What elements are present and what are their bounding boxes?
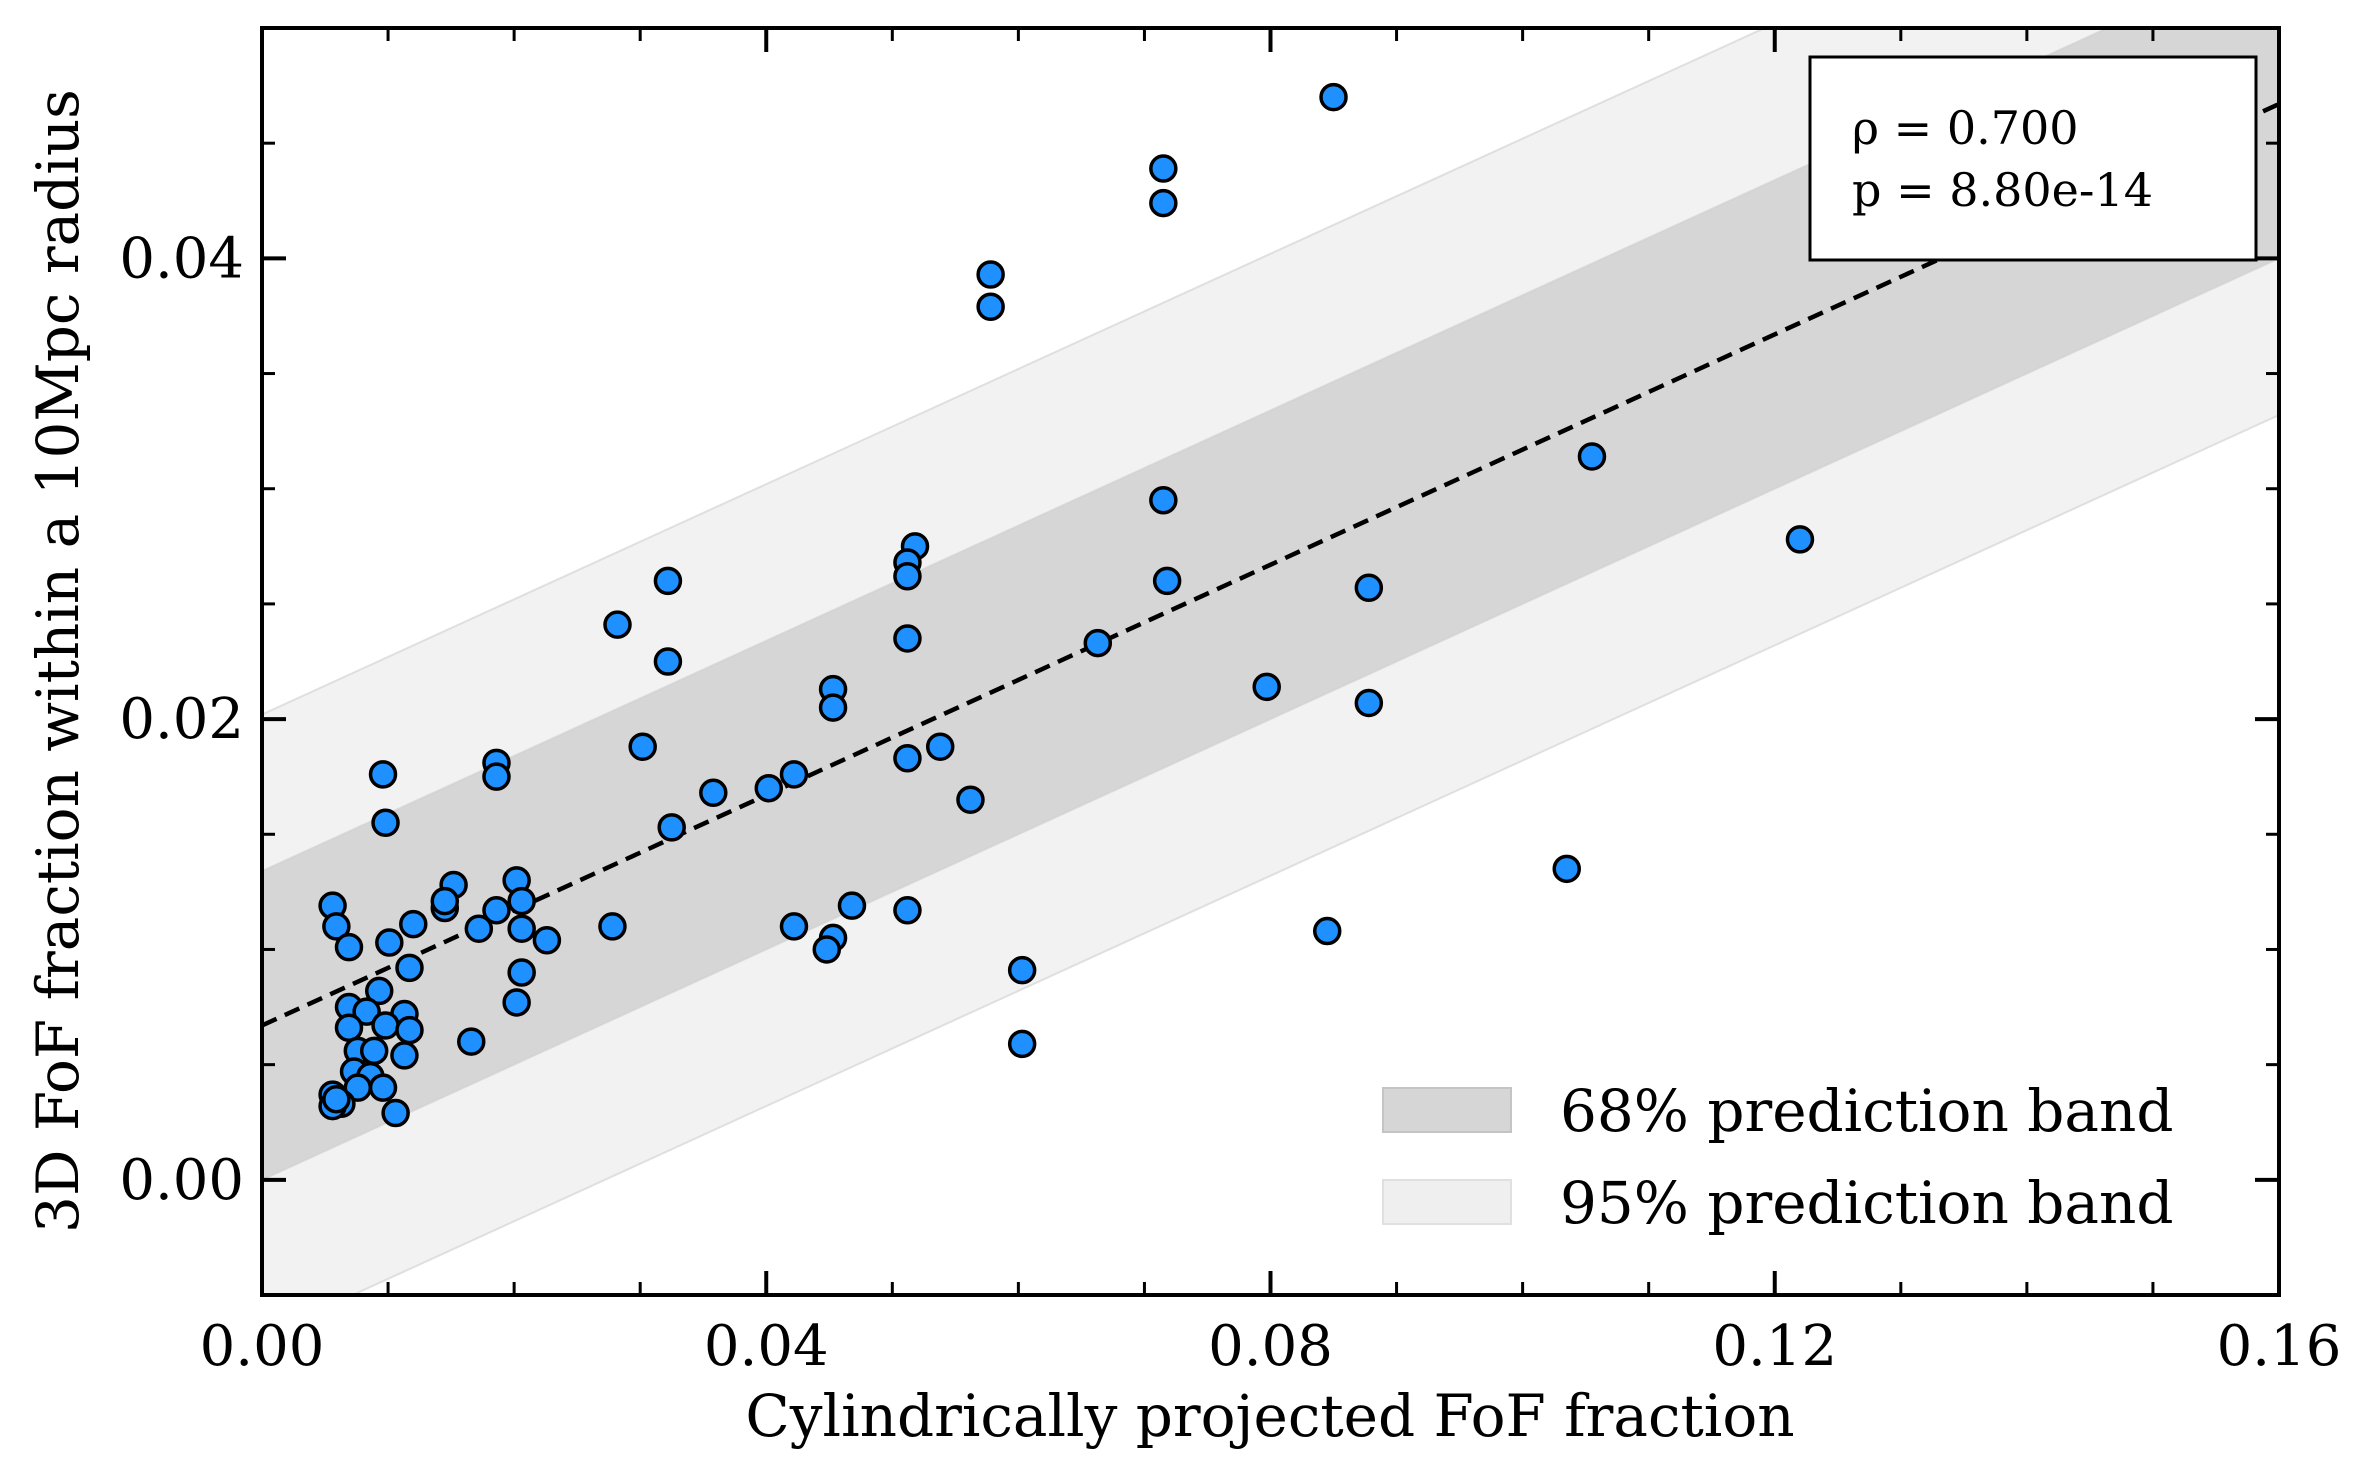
data-point	[976, 260, 1005, 289]
data-point	[818, 693, 848, 722]
data-point	[779, 912, 809, 941]
data-point	[657, 813, 686, 842]
data-point	[976, 292, 1005, 321]
legend-label-95: 95% prediction band	[1560, 1169, 2173, 1237]
data-point	[381, 1098, 410, 1128]
data-point	[352, 997, 381, 1026]
data-point	[359, 1036, 389, 1066]
data-point	[893, 562, 922, 591]
y-tick-label: 0.00	[119, 1148, 244, 1213]
fit-line	[262, 101, 2279, 1028]
data-point	[628, 732, 657, 761]
data-point	[653, 566, 683, 596]
data-point	[1312, 916, 1342, 946]
data-point	[1577, 442, 1607, 471]
data-point	[1552, 854, 1581, 884]
legend-swatch-68	[1382, 1087, 1512, 1133]
data-point	[399, 909, 428, 939]
x-tick-label: 0.00	[200, 1314, 325, 1379]
data-point	[532, 925, 562, 955]
data-point	[364, 976, 394, 1006]
data-point	[395, 1015, 424, 1045]
data-point	[1354, 688, 1384, 718]
data-point	[893, 624, 922, 653]
data-point	[1149, 188, 1178, 218]
tick-labels: 0.00 0.04 0.08 0.12 0.16 0.00 0.02 0.04	[119, 226, 2341, 1379]
stats-box: ρ = 0.700 p = 8.80e-14	[1808, 55, 2258, 262]
band-68	[262, 28, 2279, 1180]
x-axis-label: Cylindrically projected FoF fraction	[745, 1382, 1794, 1450]
data-point	[837, 891, 867, 920]
x-tick-label: 0.08	[1208, 1314, 1333, 1379]
axis-ticks	[260, 26, 2281, 1297]
data-point	[368, 760, 398, 789]
data-point	[1149, 154, 1178, 183]
data-point	[754, 773, 784, 803]
data-point	[893, 896, 922, 925]
data-point	[1007, 955, 1037, 985]
regression-fit	[262, 101, 2279, 1028]
data-point	[464, 914, 494, 943]
data-point	[1149, 485, 1178, 515]
data-point	[395, 953, 424, 983]
data-point	[1007, 1029, 1037, 1059]
data-point	[653, 647, 683, 676]
data-point	[507, 958, 536, 987]
data-point	[502, 988, 531, 1017]
data-point	[375, 928, 404, 957]
data-point	[334, 1013, 364, 1043]
x-tick-label: 0.16	[2217, 1314, 2342, 1379]
stats-p-value: p = 8.80e-14	[1852, 163, 2153, 217]
data-point	[322, 1084, 351, 1114]
data-point	[925, 732, 955, 761]
data-point	[482, 896, 511, 925]
data-points	[318, 82, 1815, 1128]
legend: 68% prediction band 95% prediction band	[1382, 1077, 2173, 1237]
data-point	[507, 886, 536, 916]
y-tick-label: 0.04	[119, 226, 244, 291]
data-point	[893, 744, 922, 773]
data-point	[812, 935, 842, 964]
x-tick-label: 0.12	[1712, 1314, 1837, 1379]
data-point	[482, 762, 511, 791]
data-point	[699, 778, 728, 808]
data-point	[390, 1041, 419, 1070]
data-point	[1083, 628, 1113, 658]
data-point	[322, 912, 351, 941]
band-edge-68-lower	[262, 257, 2279, 1181]
data-point	[1354, 573, 1384, 603]
data-point	[334, 932, 364, 962]
data-point	[1252, 672, 1281, 702]
data-point	[779, 760, 809, 789]
data-point	[368, 1073, 398, 1102]
data-point	[371, 808, 400, 838]
data-point	[507, 914, 536, 943]
x-tick-label: 0.04	[704, 1314, 829, 1379]
legend-label-68: 68% prediction band	[1560, 1077, 2173, 1145]
data-point	[1319, 82, 1348, 112]
data-point	[956, 785, 985, 814]
data-point	[1152, 566, 1182, 596]
data-point	[1785, 525, 1815, 554]
stats-rho: ρ = 0.700	[1852, 101, 2079, 155]
y-tick-label: 0.02	[119, 687, 244, 752]
data-point	[371, 1011, 400, 1040]
band-edge-95-lower	[350, 414, 2279, 1295]
y-axis-label: 3D FoF fraction within a 10Mpc radius	[24, 89, 92, 1233]
band-edge-95-upper	[262, 28, 1768, 716]
data-point	[457, 1027, 486, 1056]
data-point	[430, 886, 460, 916]
data-point	[598, 912, 627, 941]
legend-swatch-95	[1382, 1179, 1512, 1225]
data-point	[603, 610, 632, 639]
